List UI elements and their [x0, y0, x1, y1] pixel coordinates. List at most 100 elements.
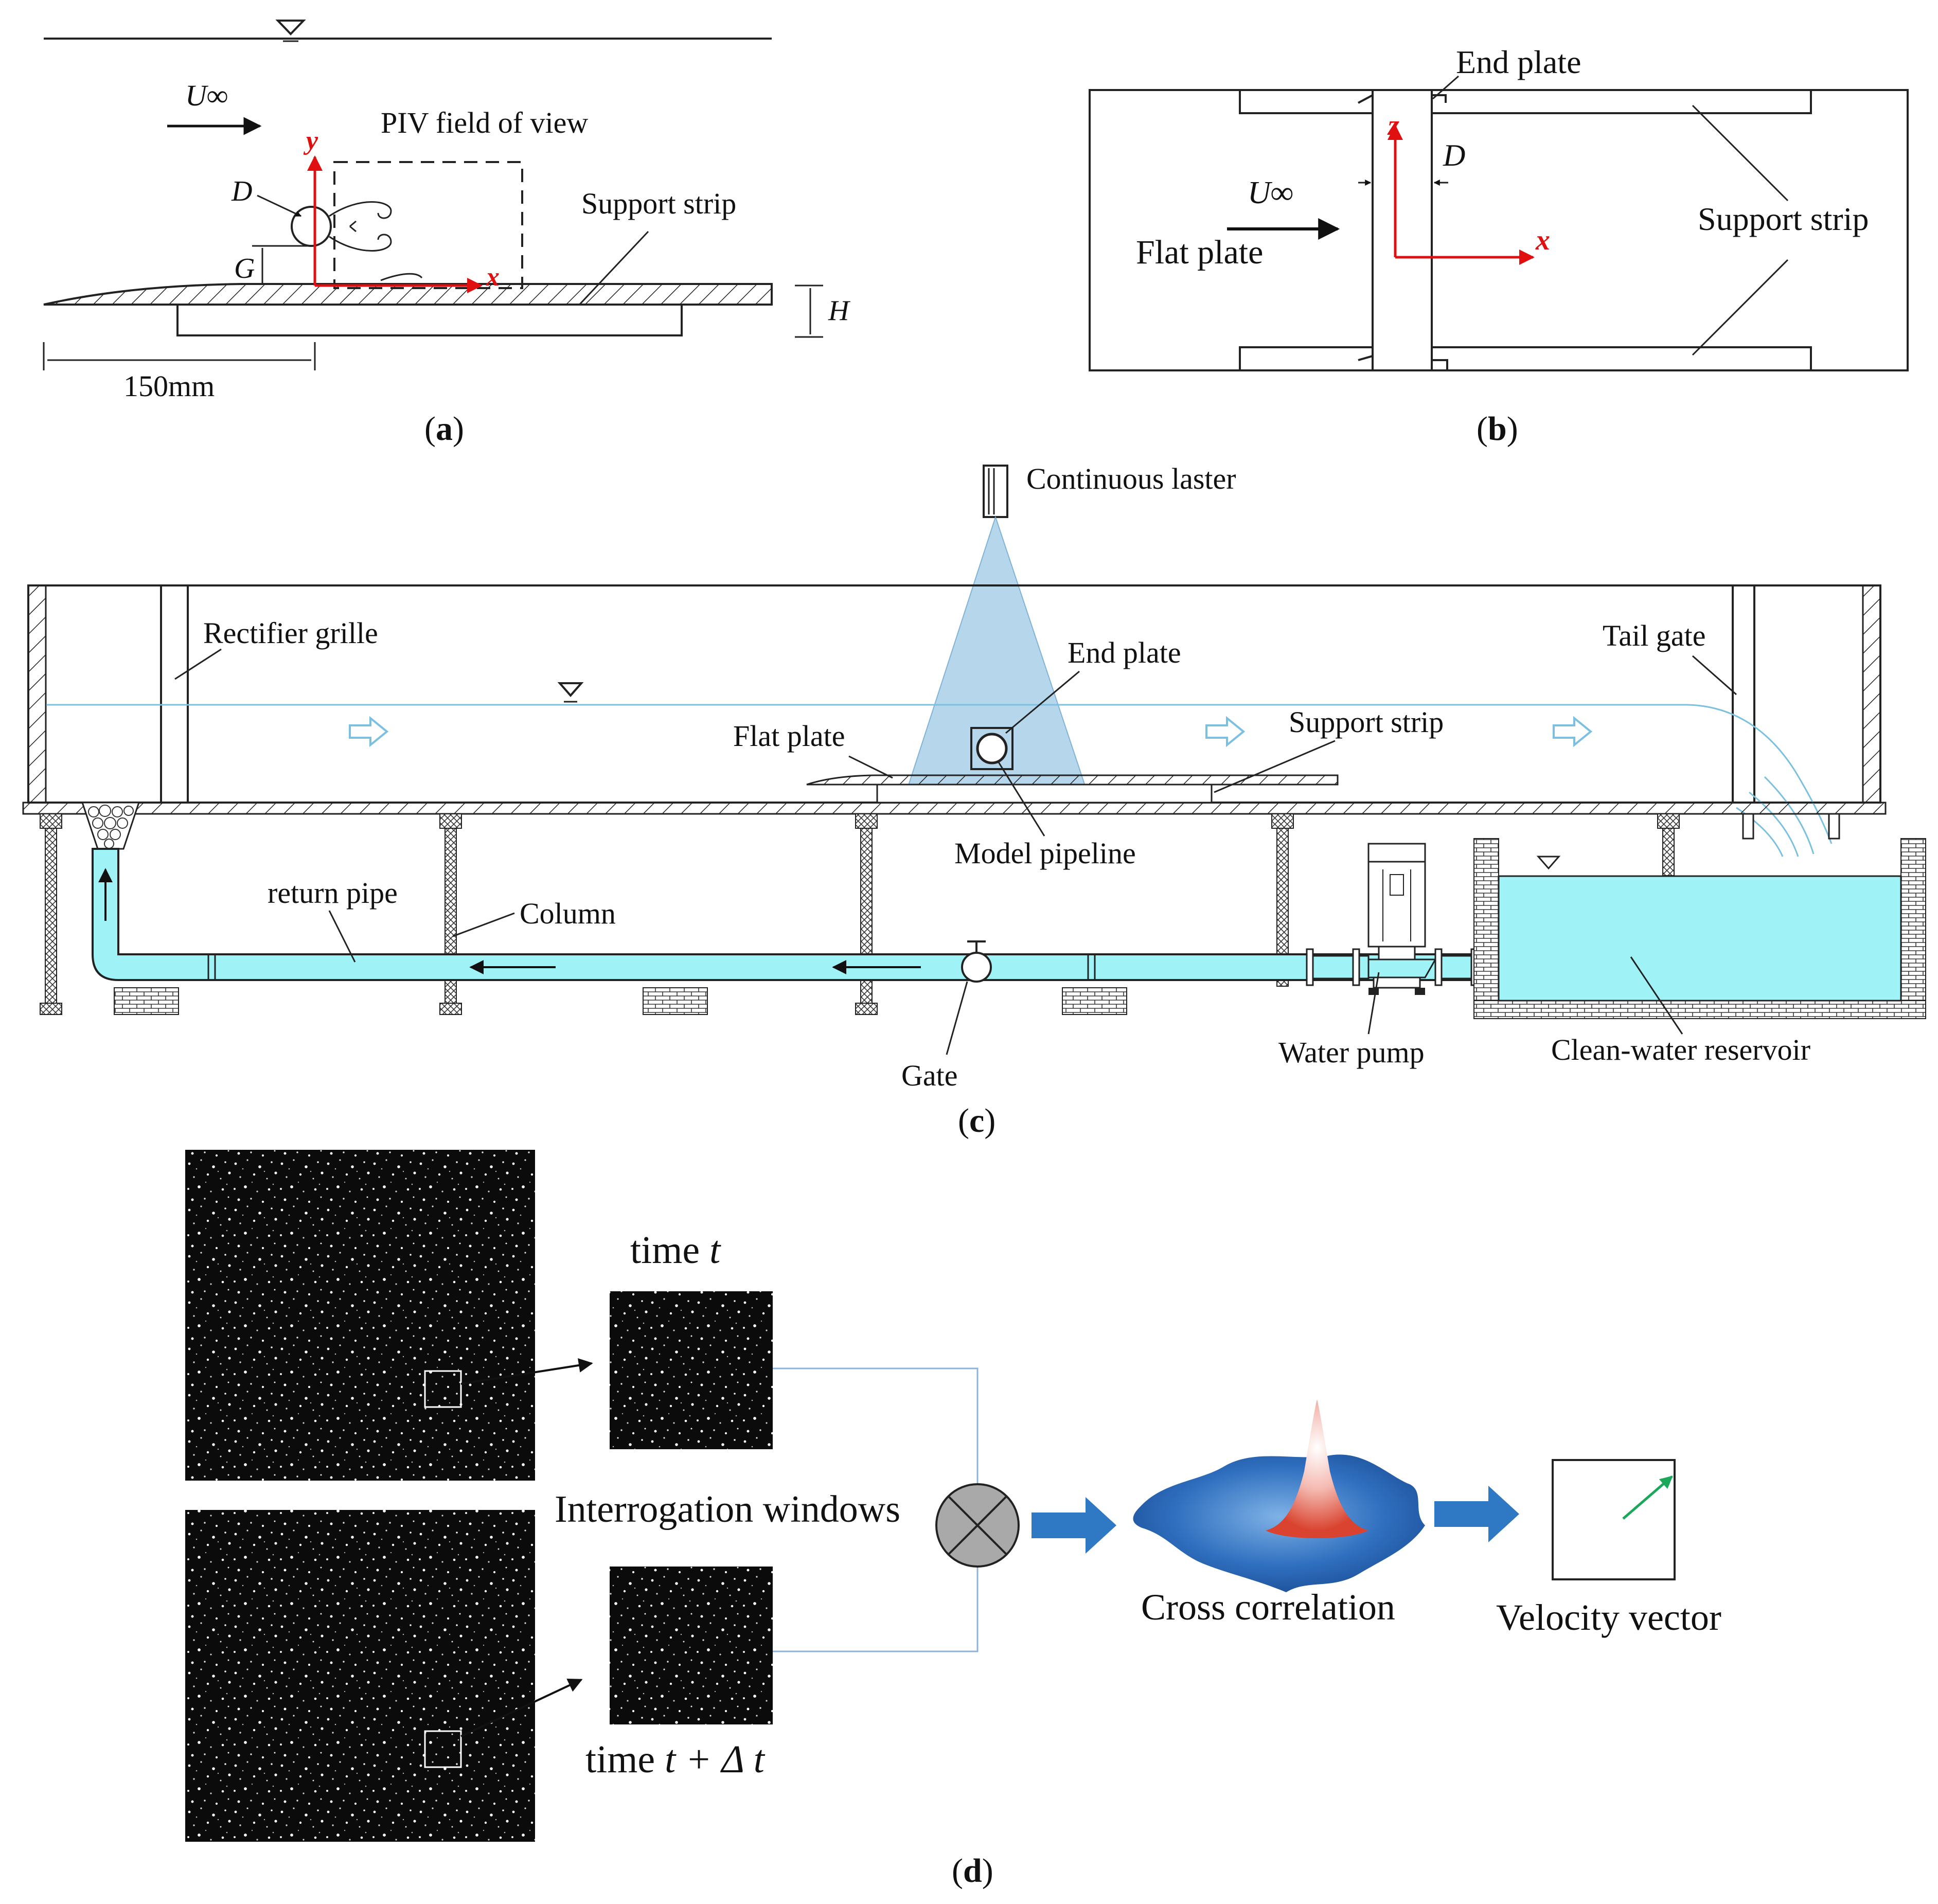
piv-image-frame-2: [185, 1510, 535, 1842]
return-pipe-leader: [328, 910, 356, 963]
support-strip-leader-c: [1214, 740, 1336, 793]
reservoir-walls: [1473, 838, 1926, 1019]
velocity-vector-box: [1552, 1459, 1676, 1580]
gate-leader: [946, 981, 968, 1055]
velocity-vector-label: Velocity vector: [1496, 1597, 1721, 1638]
window-arrow-2: [460, 1679, 583, 1737]
support-strip-c: [876, 784, 1213, 804]
gap-label: G: [234, 253, 255, 284]
brick-footings: [114, 987, 1127, 1015]
rectifier-grille: [160, 584, 189, 804]
support-strip-leader-bottom-b: [1692, 259, 1789, 356]
flat-plate-a: [43, 283, 773, 306]
cross-correlation-label: Cross correlation: [1141, 1587, 1395, 1628]
support-strip-label-c: Support strip: [1289, 705, 1444, 739]
flow-direction-arrows: [349, 716, 1593, 748]
panel-b: End plate D U∞ Flat plate z x Support st…: [1089, 44, 1909, 448]
column-leader: [452, 912, 515, 937]
water-pump-leader: [1367, 972, 1380, 1035]
outlet-drains: [1742, 813, 1840, 840]
window-arrow-1: [460, 1358, 593, 1385]
tail-gate-leader: [1692, 655, 1737, 696]
laser-device: [983, 465, 1008, 518]
interrogation-windows-label: Interrogation windows: [555, 1488, 900, 1531]
height-dimension: [795, 284, 823, 338]
water-pump: [1357, 843, 1437, 995]
velocity-label-b: U∞: [1248, 175, 1293, 210]
caption-d: (d): [952, 1852, 993, 1890]
time-t-dt-label: time t + Δ t: [585, 1738, 766, 1781]
flat-plate-label-c: Flat plate: [733, 719, 845, 753]
cross-correlation-surface: [1133, 1399, 1425, 1592]
support-strip-leader-top-b: [1692, 104, 1789, 202]
panel-c: Continuous laster Rectifier grille Tail …: [22, 462, 1926, 1140]
end-plate-label-b: End plate: [1456, 44, 1581, 80]
caption-c: (c): [958, 1102, 995, 1140]
end-plate-leader-b: [1432, 75, 1459, 100]
reservoir-label: Clean-water reservoir: [1551, 1033, 1810, 1066]
wake-vortices: [329, 201, 392, 252]
reservoir-level-symbol: [1536, 856, 1561, 870]
tail-gate-label: Tail gate: [1603, 619, 1705, 652]
flat-plate-c: [806, 774, 1339, 786]
piv-image-frame-1: [185, 1150, 535, 1481]
flat-plate-label-b: Flat plate: [1136, 234, 1263, 271]
end-plate-bottom-b: [1358, 354, 1448, 371]
height-label: H: [828, 295, 850, 327]
rectifier-grille-leader: [174, 648, 222, 680]
velocity-label-a: U∞: [185, 79, 228, 112]
inlet-wall: [27, 584, 47, 804]
flat-plate-leader-c: [848, 755, 893, 779]
process-arrow-2: [1434, 1486, 1519, 1542]
reservoir-leader: [1630, 956, 1683, 1035]
gate-valve: [961, 940, 992, 983]
flume-floor: [22, 802, 1887, 815]
water-surface-line: [46, 704, 1833, 844]
model-cylinder-b: [1372, 89, 1433, 371]
support-strip-a: [176, 304, 683, 336]
interrogation-window-t: [610, 1291, 773, 1449]
water-level-symbol-c: [557, 682, 584, 703]
model-pipeline-c: [976, 733, 1008, 764]
end-plate-c: [970, 727, 1014, 770]
end-plate-leader-c: [1005, 670, 1080, 734]
fov-label: PIV field of view: [381, 106, 588, 139]
time-t-label: time t: [630, 1229, 721, 1272]
panel-a: U∞ PIV field of view Support strip D G y…: [43, 20, 850, 448]
diameter-leader-a: [257, 194, 302, 217]
water-pump-label: Water pump: [1278, 1036, 1425, 1069]
panel-d: time t Interrogation windows time t + Δ …: [185, 1150, 1721, 1890]
process-arrow-1: [1032, 1497, 1116, 1554]
support-strip-label-b: Support strip: [1698, 201, 1869, 237]
distance-dimension: [43, 342, 316, 370]
model-pipeline-leader: [997, 761, 1045, 837]
piv-field-of-view-box: [333, 161, 523, 289]
support-strip-top-b: [1239, 89, 1812, 114]
outlet-wall: [1862, 584, 1881, 804]
flat-plate-outline-b: [1089, 89, 1909, 371]
gate-label: Gate: [901, 1059, 958, 1092]
column-label: Column: [520, 897, 616, 930]
water-level-symbol: [275, 20, 306, 42]
rectifier-grille-label: Rectifier grille: [203, 616, 378, 650]
y-axis-label-a: y: [303, 126, 318, 155]
support-columns: [40, 813, 1680, 1015]
end-plate-label-c: End plate: [1068, 636, 1181, 669]
x-axis-label-b: x: [1535, 224, 1550, 256]
model-pipeline-label: Model pipeline: [954, 837, 1136, 870]
support-strip-bottom-b: [1239, 346, 1812, 371]
caption-a: (a): [424, 410, 464, 448]
support-strip-label-a: Support strip: [581, 187, 736, 220]
gravel-fill: [88, 805, 134, 849]
interrogation-window-t-dt: [610, 1567, 773, 1724]
correlation-operator: [935, 1483, 1020, 1568]
return-pipe-label: return pipe: [268, 876, 398, 910]
distance-label: 150mm: [123, 369, 215, 403]
interrogation-window-marker-1: [424, 1370, 462, 1408]
pipe-flanges: [207, 954, 1096, 980]
model-cylinder-a: [291, 206, 332, 247]
caption-b: (b): [1477, 410, 1518, 448]
boundary-layer-vortex: [380, 273, 423, 281]
laser-label: Continuous laster: [1026, 462, 1236, 495]
connector-lines: [773, 1367, 979, 1652]
